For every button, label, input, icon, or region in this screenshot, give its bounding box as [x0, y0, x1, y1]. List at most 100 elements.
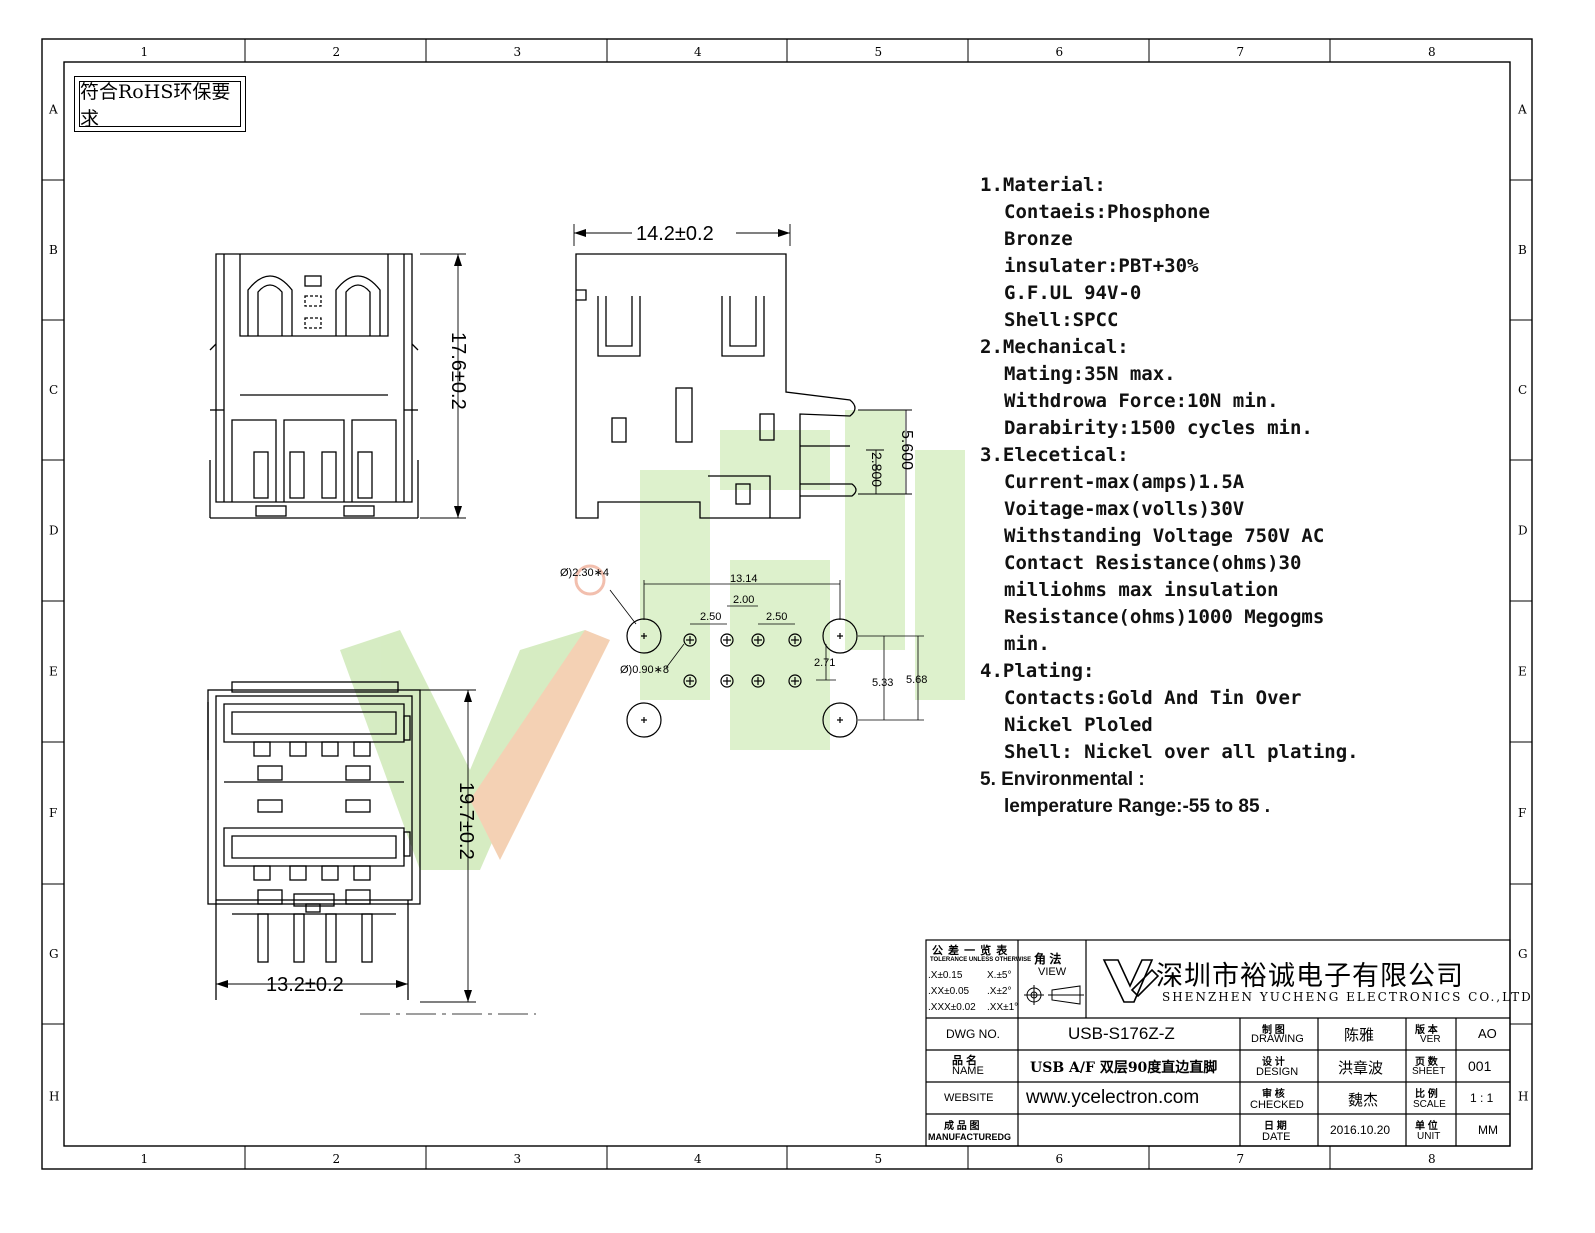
zone-row-label: E	[1518, 665, 1527, 679]
zone-row-label: B	[1518, 243, 1527, 257]
zone-column-label: 1	[141, 1152, 149, 1166]
zone-column-label: 3	[514, 1152, 522, 1166]
spec-line: Resistance(ohms)1000 Megogms	[1004, 606, 1325, 628]
zone-row-label: G	[1518, 947, 1528, 961]
front-top-view	[209, 253, 466, 519]
ver-value: AO	[1478, 1026, 1497, 1041]
footprint-pitch-left-label: 2.50	[700, 611, 721, 623]
sheet-label-en: SHEET	[1412, 1066, 1446, 1077]
sheet-label-cn: 页 数	[1415, 1057, 1438, 1068]
zone-row-label: C	[1518, 383, 1527, 397]
pcb-footprint	[609, 580, 924, 738]
footprint-pitch-right-label: 2.50	[766, 611, 787, 623]
tolerance-row-2-a: .XX±0.05	[928, 986, 970, 997]
name-value: USB A/F 双层90度直边直脚	[1030, 1060, 1218, 1076]
zone-column-label: 6	[1056, 1152, 1064, 1166]
spec-heading: 5. Environmental :	[980, 769, 1145, 790]
company-name-en: SHENZHEN YUCHENG ELECTRONICS CO.,LTD	[1162, 990, 1533, 1004]
website-label: WEBSITE	[944, 1092, 994, 1104]
design-value: 洪章波	[1338, 1060, 1384, 1077]
spec-heading: 2.Mechanical:	[980, 336, 1129, 358]
company-logo	[1102, 959, 1160, 1003]
watermark	[340, 410, 965, 870]
spec-line: G.F.UL 94V-0	[1004, 282, 1142, 304]
footprint-v1-label: 5.33	[872, 677, 893, 689]
rohs-stamp: 符合RoHS环保要求	[74, 76, 246, 132]
spec-line: Shell: Nickel over all plating.	[1004, 741, 1359, 763]
zone-column-label: 5	[875, 1152, 883, 1166]
zone-column-label: 4	[694, 1152, 702, 1166]
spec-line: milliohms max insulation	[1004, 579, 1279, 601]
spec-line: Shell:SPCC	[1004, 309, 1119, 331]
zone-column-label: 7	[1237, 45, 1245, 59]
drawing-value: 陈雅	[1344, 1027, 1375, 1044]
spec-line: Mating:35N max.	[1004, 363, 1176, 385]
front-bottom-height-dim: 19.7±0.2	[455, 782, 477, 860]
spec-heading: 4.Plating:	[980, 660, 1095, 682]
design-label-cn: 设 计	[1262, 1057, 1285, 1068]
zone-row-label: H	[49, 1090, 59, 1104]
zone-row-label: G	[49, 947, 59, 961]
spec-line: Bronze	[1004, 228, 1073, 250]
spec-line: Withstanding Voltage 750V AC	[1004, 525, 1325, 547]
unit-label-en: UNIT	[1417, 1131, 1441, 1142]
zone-column-label: 8	[1428, 45, 1436, 59]
spec-line: Current-max(amps)1.5A	[1004, 471, 1245, 493]
spec-line: Voitage-max(volls)30V	[1004, 498, 1245, 520]
tolerance-row-1-a: .X±0.15	[928, 970, 963, 981]
unit-value: MM	[1478, 1123, 1498, 1137]
design-label-en: DESIGN	[1256, 1066, 1299, 1078]
side-view	[573, 224, 912, 519]
tolerance-row-2-b: .X±2°	[987, 986, 1012, 997]
tolerance-row-1-b: X.±5°	[987, 970, 1012, 981]
zone-row-label: A	[48, 103, 58, 117]
front-bottom-view	[207, 681, 536, 1015]
spec-heading: 1.Material:	[980, 174, 1106, 196]
watermark-accent-shape	[470, 630, 610, 860]
tolerance-title: 公 差 一 览 表	[932, 945, 1009, 957]
tolerance-subtitle: TOLERANCE UNLESS OTHERWISE	[930, 957, 1032, 963]
zone-row-label: D	[1518, 524, 1528, 538]
checked-label-cn: 审 核	[1262, 1089, 1285, 1100]
dwg-no-value: USB-S176Z-Z	[1068, 1024, 1175, 1043]
zone-column-label: 4	[694, 45, 702, 59]
side-dim-b: 2.800	[869, 452, 885, 487]
zone-ticks	[42, 39, 1532, 1169]
footprint-v2-label: 5.68	[906, 674, 927, 686]
spec-line: Contaeis:Phosphone	[1004, 201, 1210, 223]
checked-label-en: CHECKED	[1250, 1099, 1304, 1111]
zone-column-label: 2	[333, 45, 341, 59]
website-value: www.ycelectron.com	[1026, 1087, 1200, 1108]
watermark-block-4	[845, 410, 905, 650]
zone-row-label: B	[49, 243, 58, 257]
zone-row-label: D	[49, 524, 59, 538]
footprint-hole-small-label: Ø)0.90∗8	[620, 664, 669, 676]
spec-heading: 3.Elecetical:	[980, 444, 1129, 466]
watermark-block-3	[730, 560, 830, 750]
spec-line: min.	[1004, 633, 1050, 655]
zone-column-label: 2	[333, 1152, 341, 1166]
zone-column-label: 3	[514, 45, 522, 59]
date-label-en: DATE	[1262, 1131, 1291, 1143]
footprint-row-gap-label: 2.71	[814, 657, 835, 669]
scale-value: 1 : 1	[1470, 1091, 1494, 1105]
zone-row-label: C	[49, 383, 58, 397]
zone-column-label: 8	[1428, 1152, 1436, 1166]
zone-row-label: H	[1518, 1090, 1528, 1104]
tolerance-row-3-a: .XXX±0.02	[928, 1002, 976, 1013]
watermark-block-1	[640, 470, 710, 700]
spec-line: lemperature Range:-55 to 85 .	[1004, 796, 1271, 817]
zone-column-label: 5	[875, 45, 883, 59]
zone-column-label: 6	[1056, 45, 1064, 59]
footprint-hole-large-label: Ø)2.30∗4	[560, 567, 609, 579]
date-label-cn: 日 期	[1264, 1121, 1287, 1132]
zone-column-label: 1	[141, 45, 149, 59]
footprint-span-label: 13.14	[730, 573, 758, 585]
zone-row-label: F	[1518, 806, 1526, 820]
spec-line: Contacts:Gold And Tin Over	[1004, 687, 1302, 709]
view-label-cn: 角 法	[1034, 952, 1062, 966]
sheet-value: 001	[1468, 1058, 1492, 1074]
name-label-cn: 品 名	[952, 1055, 978, 1067]
view-label-en: VIEW	[1038, 966, 1067, 978]
scale-label-cn: 比 例	[1415, 1089, 1438, 1100]
